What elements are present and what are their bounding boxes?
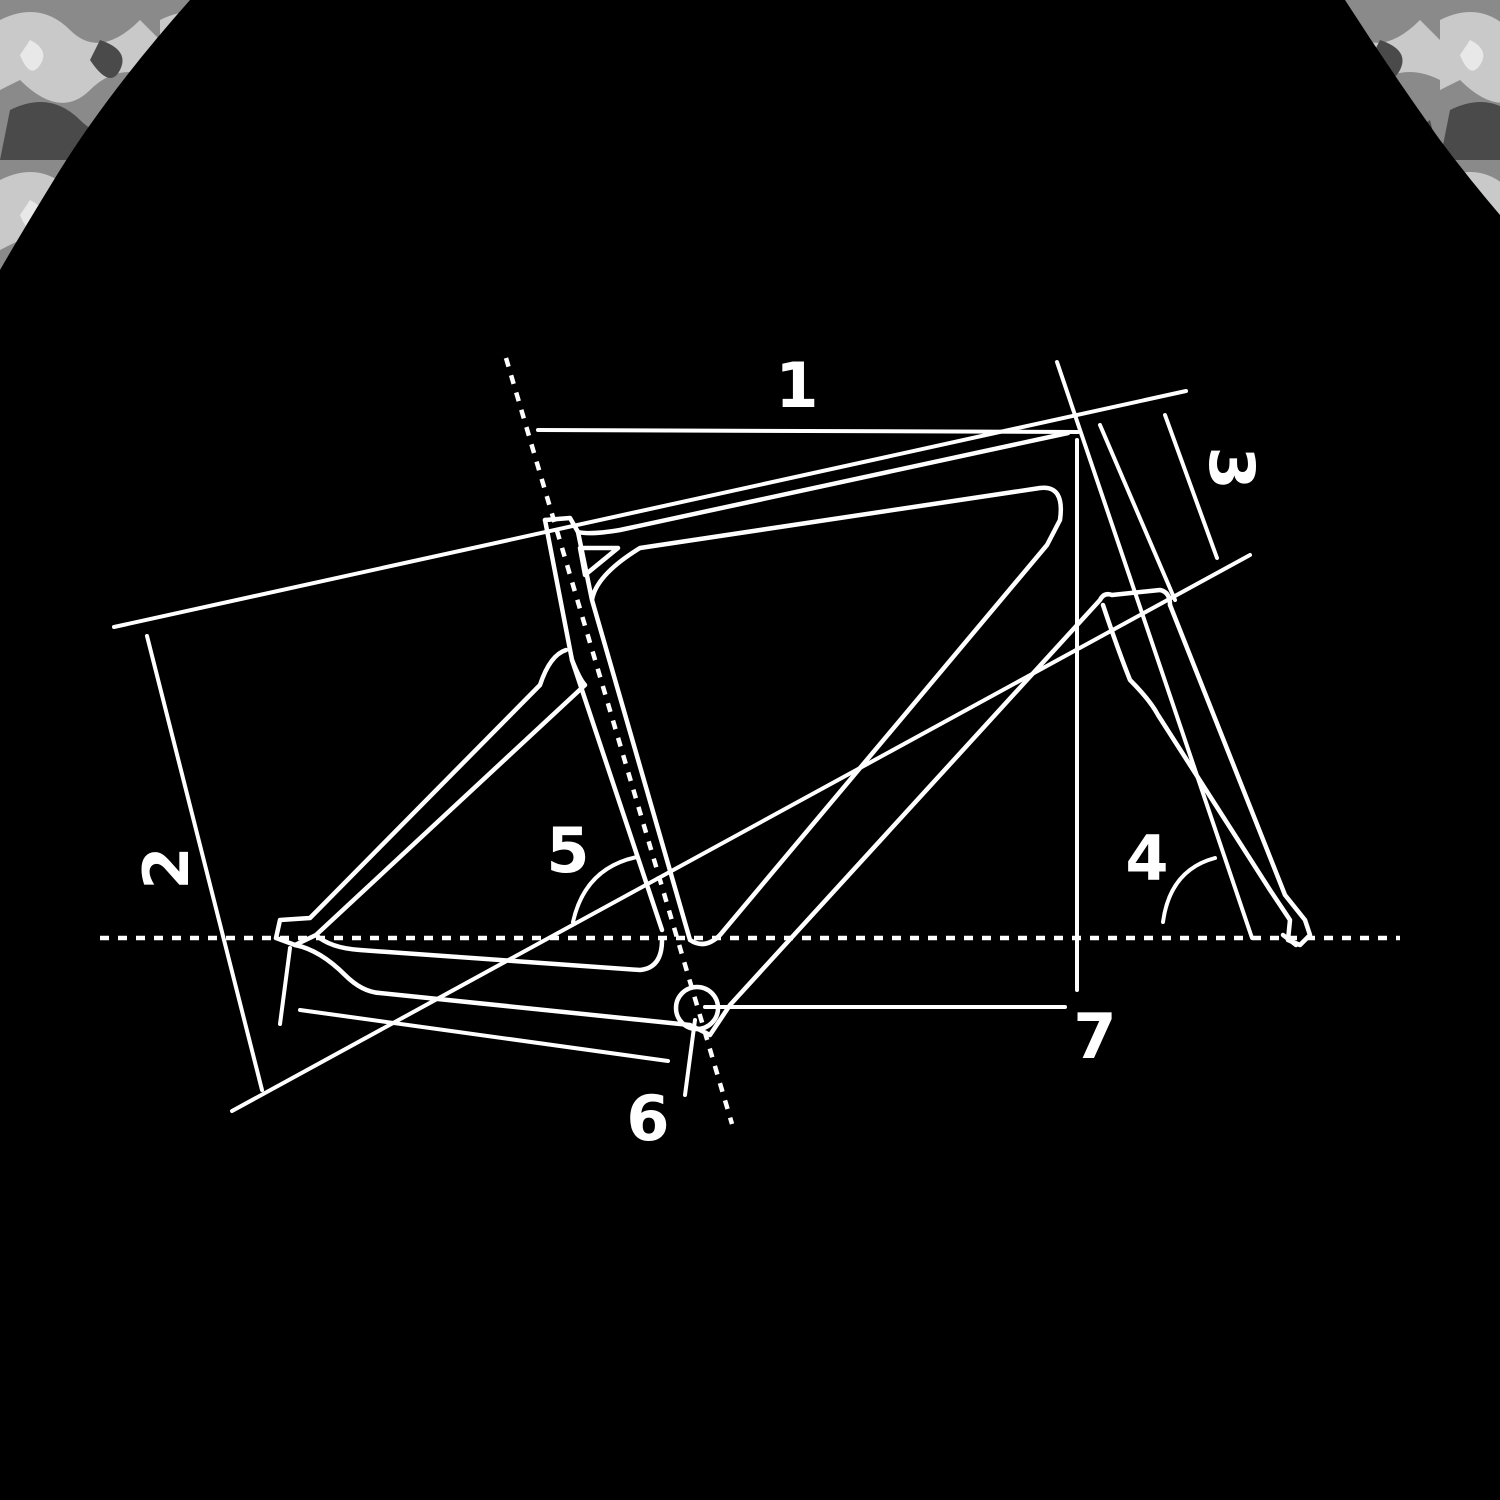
stack-dimension-line — [145, 634, 264, 1092]
fork-dropout — [1280, 932, 1299, 948]
bottom-bracket-circle — [673, 984, 721, 1032]
stack-upper-extension-line — [112, 389, 1188, 629]
steering-axis-line — [1055, 360, 1254, 940]
camo-sleeve-right — [1345, 0, 1500, 215]
label-1: 1 — [775, 349, 818, 422]
chainstay-lower-and-downtube — [292, 587, 1173, 1038]
top-tube-dimension-line — [536, 428, 1080, 434]
chainstay-dimension-line — [298, 1008, 670, 1063]
label-3: 3 — [1195, 446, 1268, 489]
seat-tube-angle-arc — [571, 855, 639, 924]
head-tube-angle-arc — [1161, 856, 1217, 924]
bike-frame — [273, 430, 1313, 1097]
label-4: 4 — [1125, 822, 1168, 895]
rear-axle-drop-line — [278, 946, 292, 1026]
head-tube-dimension-line — [1163, 413, 1219, 560]
label-6: 6 — [626, 1082, 669, 1155]
camo-sleeve-left — [0, 0, 190, 270]
stack-lower-extension-line — [230, 553, 1252, 1113]
top-tube-upper-edge — [542, 430, 1071, 536]
head-tube-front-line — [1098, 423, 1177, 602]
label-2: 2 — [130, 846, 203, 889]
label-7: 7 — [1073, 1000, 1116, 1073]
seat-tube-axis-line — [503, 357, 735, 1125]
seat-stays — [273, 647, 588, 948]
front-triangle-inner — [575, 485, 1064, 947]
seat-cluster-gusset — [577, 545, 621, 578]
label-5: 5 — [546, 814, 589, 887]
bb-drop-pointer-line — [683, 1018, 697, 1097]
chainstay-upper — [313, 932, 665, 973]
